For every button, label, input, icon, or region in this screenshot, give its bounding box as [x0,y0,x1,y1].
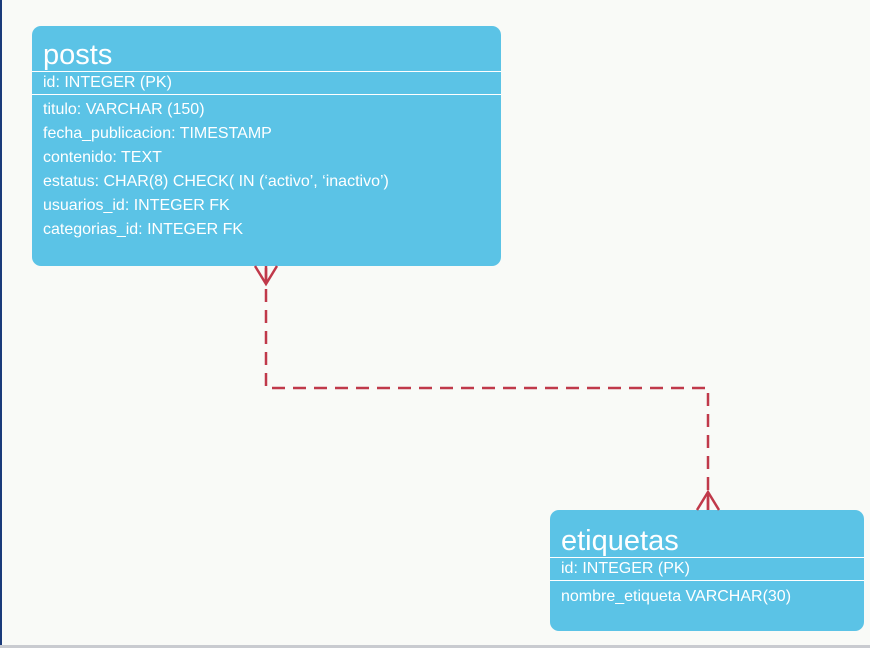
entity-title: etiquetas [561,525,679,557]
entity-field: nombre_etiqueta VARCHAR(30) [561,588,792,605]
crow-foot-icon-etiquetas [695,489,721,511]
entity-field: fecha_publicacion: TIMESTAMP [43,125,272,142]
entity-field-list: nombre_etiqueta VARCHAR(30) [550,581,864,609]
crow-foot-icon-posts [253,265,279,287]
primary-key-field: id: INTEGER (PK) [32,71,501,95]
entity-field-list: titulo: VARCHAR (150) fecha_publicacion:… [32,95,501,242]
primary-key-field: id: INTEGER (PK) [550,557,864,581]
entity-title: posts [43,39,113,71]
entity-field: categorias_id: INTEGER FK [43,221,244,238]
entity-field: titulo: VARCHAR (150) [43,101,205,118]
entity-etiquetas[interactable]: etiquetas id: INTEGER (PK) nombre_etique… [550,510,864,631]
entity-posts[interactable]: posts id: INTEGER (PK) titulo: VARCHAR (… [32,26,501,266]
entity-field: estatus: CHAR(8) CHECK( IN (‘activo’, ‘i… [43,173,389,190]
bottom-edge-strip [0,645,870,648]
relationship-line [264,268,710,510]
left-edge-strip [0,0,2,648]
entity-field: usuarios_id: INTEGER FK [43,197,230,214]
entity-field: contenido: TEXT [43,149,162,166]
